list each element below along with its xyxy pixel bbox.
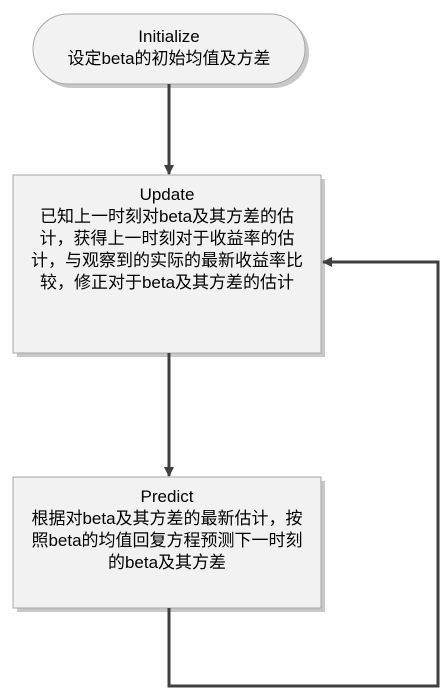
initialize-title: Initialize xyxy=(138,27,200,46)
predict-process-shape xyxy=(12,476,322,609)
update-description: 已知上一时刻对beta及其方差的估计，获得上一时刻对于收益率的估计，与观察到的实… xyxy=(31,207,303,292)
initialize-description: 设定beta的初始均值及方差 xyxy=(67,49,271,68)
predict-title: Predict xyxy=(140,487,194,506)
edge-predict-to-update-loop xyxy=(167,257,440,688)
initialize-node: Initialize 设定beta的初始均值及方差 xyxy=(33,14,305,84)
update-process-shape xyxy=(12,174,322,354)
predict-node: Predict 根据对beta及其方差的最新估计，按照beta的均值回复方程预测… xyxy=(13,477,321,608)
update-title: Update xyxy=(139,185,195,204)
predict-description: 根据对beta及其方差的最新估计，按照beta的均值回复方程预测下一时刻的bet… xyxy=(31,509,303,572)
update-node: Update 已知上一时刻对beta及其方差的估计，获得上一时刻对于收益率的估计… xyxy=(13,175,321,353)
